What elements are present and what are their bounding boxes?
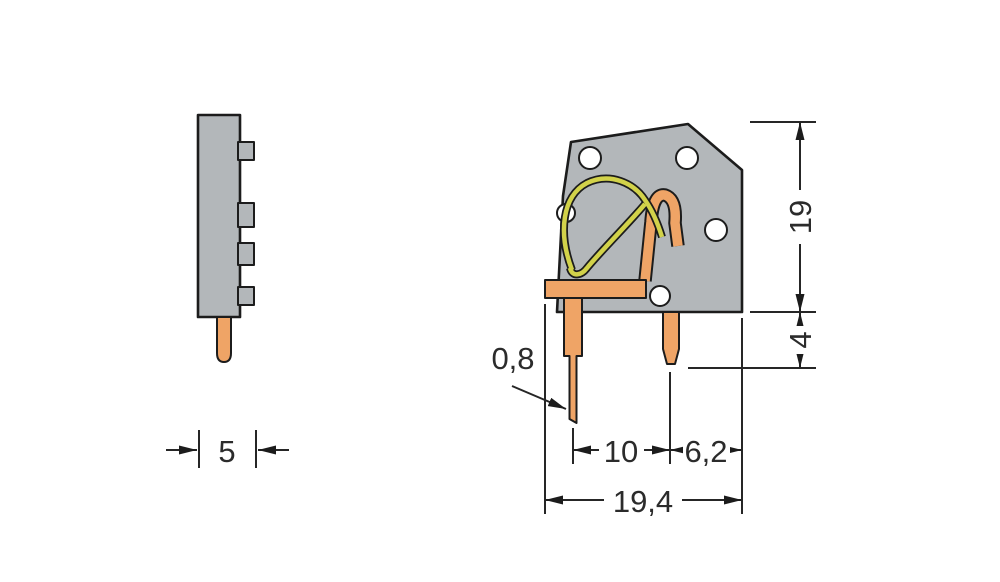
side-view-notch (237, 286, 255, 306)
busbar (544, 279, 647, 299)
side-view-notch (237, 141, 255, 161)
side-view: 5 (166, 113, 289, 469)
dim-4-label: 4 (783, 331, 818, 348)
side-view-notch (237, 202, 255, 228)
housing-hole (649, 285, 671, 307)
housing-hole (675, 146, 699, 170)
side-view-body (196, 113, 242, 319)
label-mask (683, 437, 730, 464)
dimension-annotations: 19 4 0,8 10 6,2 19,4 (491, 121, 818, 519)
dim-10-label: 10 (604, 434, 638, 469)
clamp-spring (561, 176, 665, 271)
front-view (544, 122, 744, 424)
side-view-solder-pin (216, 316, 232, 363)
label-mask (599, 437, 644, 464)
dim-0-8-leader (511, 385, 567, 410)
side-view-notch (237, 242, 255, 266)
dim-0-8-label: 0,8 (491, 341, 534, 376)
housing-hole (704, 218, 728, 242)
dim-6-2-label: 6,2 (684, 434, 727, 469)
label-mask (784, 190, 816, 244)
label-mask (604, 487, 682, 514)
solder-pin-right (662, 311, 680, 365)
dim-19-4-label: 19,4 (613, 484, 673, 519)
dim-5-label: 5 (218, 434, 235, 469)
dim-19-label: 19 (783, 200, 818, 234)
solder-pin-left (563, 297, 583, 424)
label-mask (784, 326, 816, 354)
housing-hole (578, 146, 602, 170)
clamp-spring (567, 202, 647, 277)
